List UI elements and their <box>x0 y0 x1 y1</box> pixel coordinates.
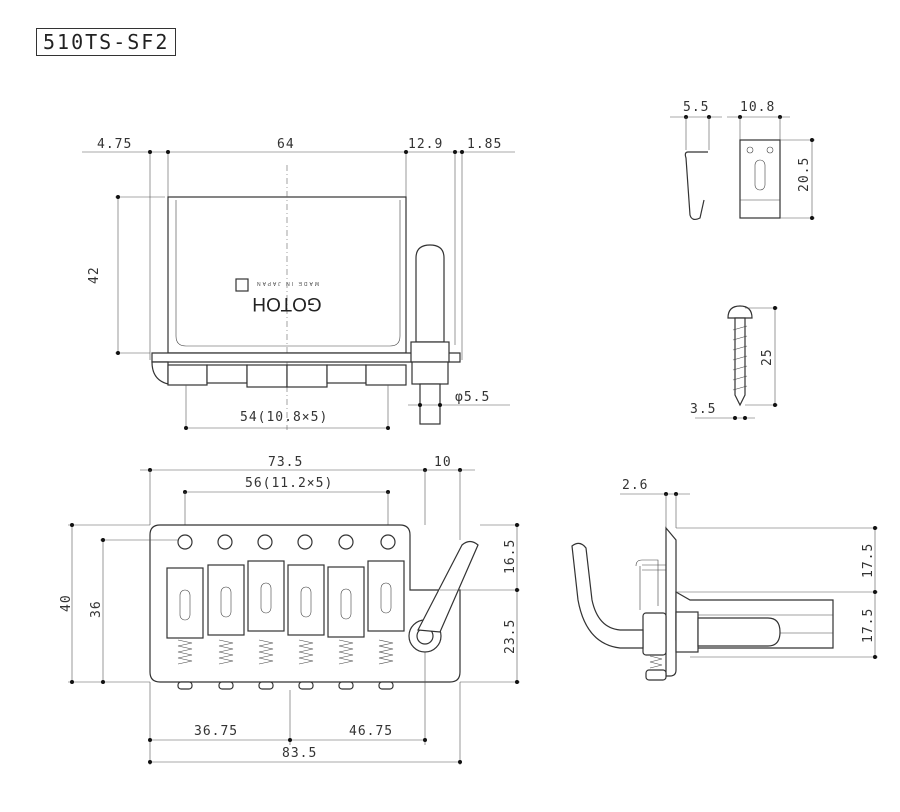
dim-total-width: 83.5 <box>282 746 317 761</box>
dim-stud-edge: 1.85 <box>467 137 502 152</box>
screw-view: 25 3.5 <box>690 305 778 420</box>
dim-stud-diameter: φ5.5 <box>455 390 490 405</box>
gotoh-logo: GOTOH MADE IN JAPAN <box>252 280 321 314</box>
dim-plate-thickness: 2.6 <box>622 478 648 493</box>
top-view: 4.75 64 12.9 1.85 42 GOTOH MADE IN JAPAN… <box>82 137 515 430</box>
logo-mark-icon <box>235 278 249 292</box>
dim-left-offset: 4.75 <box>97 137 132 152</box>
logo-tagline: MADE IN JAPAN <box>255 280 319 286</box>
dim-lower-right: 23.5 <box>503 619 518 654</box>
dim-string-spacing: 56(11.2×5) <box>245 476 333 491</box>
dim-stud-offset: 12.9 <box>408 137 443 152</box>
dim-lower-height: 17.5 <box>861 608 876 643</box>
dim-upper-right: 16.5 <box>503 539 518 574</box>
dim-clip-width: 10.8 <box>740 100 775 115</box>
logo-brand: GOTOH <box>252 293 321 314</box>
dim-arm-offset: 10 <box>434 455 452 470</box>
dim-height: 42 <box>87 266 102 284</box>
dim-upper-height: 17.5 <box>861 543 876 578</box>
model-title: 510TS-SF2 <box>36 28 177 56</box>
saddles <box>166 560 405 639</box>
dim-saddle-span: 54(10.8×5) <box>240 410 328 425</box>
dim-total-height: 40 <box>59 594 74 612</box>
dim-inner-height: 36 <box>89 600 104 618</box>
spring-clip-view: 5.5 10.8 20.5 <box>670 100 815 221</box>
dim-hook-width: 5.5 <box>683 100 709 115</box>
dim-width: 64 <box>277 137 295 152</box>
dim-clip-height: 20.5 <box>797 157 812 192</box>
dim-left-part: 36.75 <box>194 724 238 739</box>
dim-screw-length: 25 <box>760 348 775 366</box>
front-view: 73.5 10 56(11.2×5) 40 36 16.5 23.5 <box>59 455 520 765</box>
dim-right-part: 46.75 <box>349 724 393 739</box>
side-view: 2.6 17.5 17.5 <box>571 478 878 681</box>
dim-screw-diameter: 3.5 <box>690 402 716 417</box>
dim-plate-width: 73.5 <box>268 455 303 470</box>
